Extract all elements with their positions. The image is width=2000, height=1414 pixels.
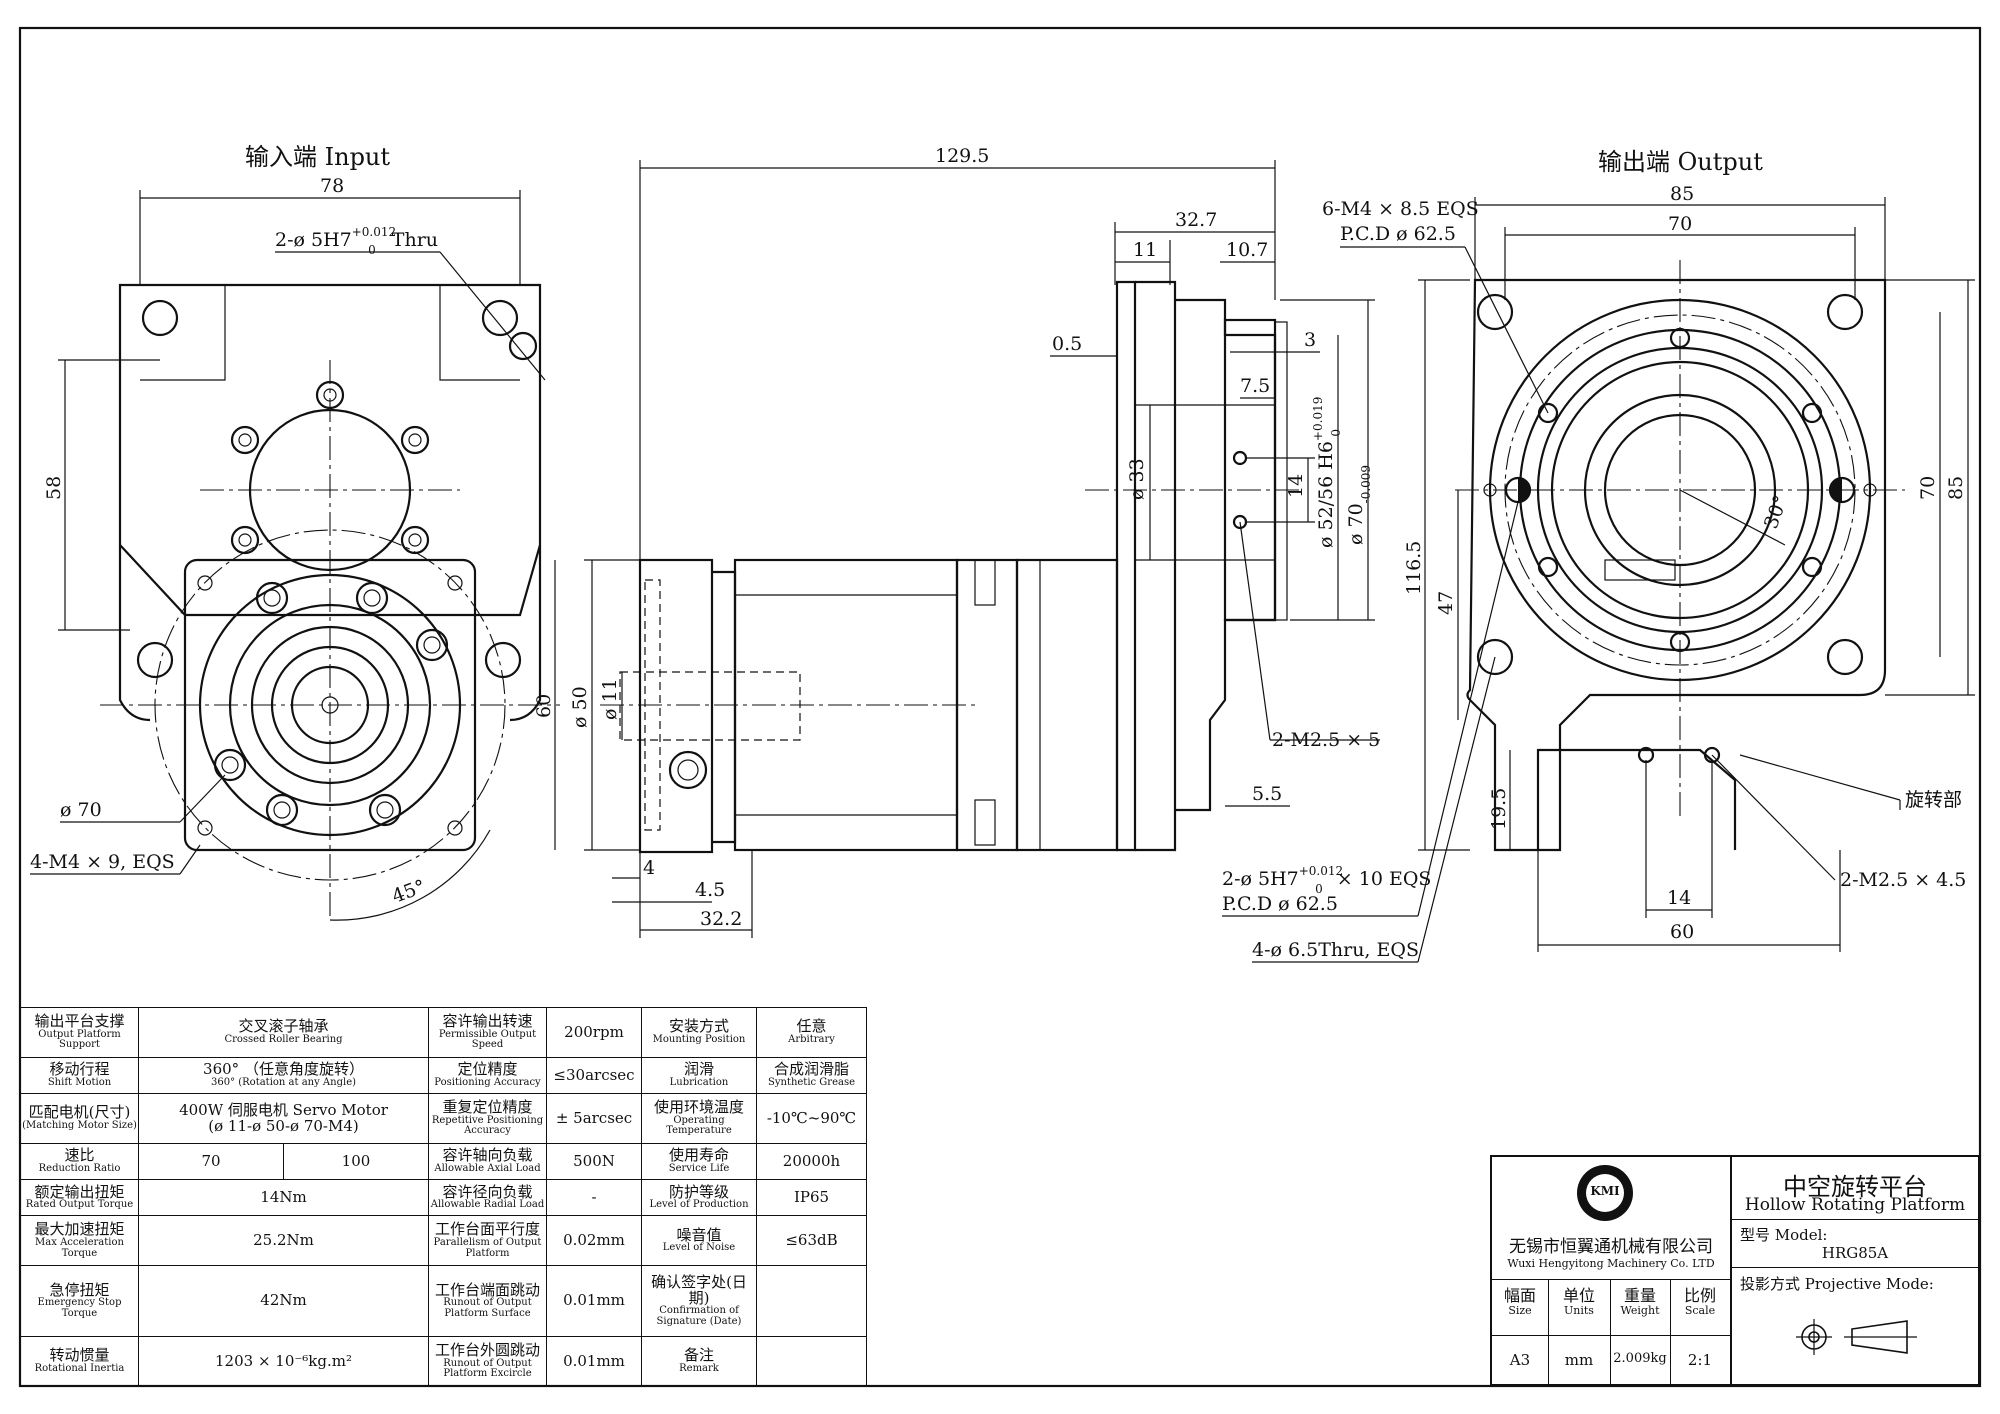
dim-70-right: 70 <box>1917 476 1939 500</box>
dim-phi50: ø 50 <box>569 686 591 728</box>
dim-129-5: 129.5 <box>935 145 989 167</box>
dim-70-top: 70 <box>1668 213 1692 235</box>
dim-5-5: 5.5 <box>1252 783 1282 805</box>
dim-78: 78 <box>320 175 344 197</box>
dim-thru-output: 4-ø 6.5Thru, EQS <box>1252 939 1419 961</box>
dim-30deg: 30° <box>1760 493 1792 532</box>
output-view-title: 输出端 Output <box>1598 148 1763 176</box>
dim-85-top: 85 <box>1670 183 1694 205</box>
output-view: 输出端 Output 30° 85 70 6-M4 × 8.5 EQS P.C. <box>1222 148 1975 963</box>
dim-3: 3 <box>1304 329 1316 351</box>
dim-phi70-side: ø 70-0.009 <box>1345 465 1373 545</box>
product-name-cn: 中空旋转平台 <box>1783 1173 1927 1201</box>
dim-60-input: 60 <box>533 694 555 718</box>
input-view: 输入端 Input <box>30 143 560 921</box>
dim-19-5: 19.5 <box>1488 788 1510 830</box>
projection-symbol-icon <box>1796 1319 1917 1355</box>
dim-32-7: 32.7 <box>1175 209 1217 231</box>
dim-14-bottom: 14 <box>1667 887 1691 909</box>
dim-phi33: ø 33 <box>1126 458 1148 500</box>
dim-7-5: 7.5 <box>1240 375 1270 397</box>
dim-m4-output: 6-M4 × 8.5 EQS <box>1322 198 1479 220</box>
dim-4: 4 <box>643 857 655 879</box>
dim-10-7: 10.7 <box>1226 239 1268 261</box>
dim-45deg: 45° <box>389 876 428 908</box>
dim-58: 58 <box>43 476 65 500</box>
dim-32-2: 32.2 <box>700 908 742 930</box>
dim-phi11: ø 11 <box>599 678 621 720</box>
dim-47: 47 <box>1435 591 1457 615</box>
projection-label: 投影方式 Projective Mode: <box>1740 1275 1934 1293</box>
dim-phi70-input: ø 70 <box>60 799 102 821</box>
dim-pcd-output: P.C.D ø 62.5 <box>1340 223 1456 245</box>
dim-m4-input: 4-M4 × 9, EQS <box>30 851 175 873</box>
product-name-en: Hollow Rotating Platform <box>1744 1195 1966 1215</box>
dim-14-side: 14 <box>1285 474 1307 498</box>
company-name-cn: 无锡市恒翼通机械有限公司 <box>1509 1237 1713 1257</box>
side-view: 129.5 32.7 11 10.7 0.5 3 7.5 ø 33 14 ø 5… <box>569 145 1380 938</box>
dim-116-5: 116.5 <box>1403 541 1425 595</box>
title-block: KMI 无锡市恒翼通机械有限公司 Wuxi Hengyitong Machine… <box>1490 1155 1980 1386</box>
dim-m2-5x5: 2-M2.5 × 5 <box>1272 729 1380 751</box>
company-logo: KMI <box>1577 1165 1633 1221</box>
dim-11: 11 <box>1133 239 1157 261</box>
model-value: HRG85A <box>1821 1244 1889 1262</box>
dim-pcd-output-2: P.C.D ø 62.5 <box>1222 893 1338 915</box>
drawing-frame <box>18 26 1982 1388</box>
model-label: 型号 Model: <box>1740 1226 1828 1244</box>
dim-60-bottom: 60 <box>1670 921 1694 943</box>
label-rotating-part: 旋转部 <box>1905 789 1962 811</box>
input-view-title: 输入端 Input <box>245 143 390 171</box>
dim-85-right: 85 <box>1945 476 1967 500</box>
company-name-en: Wuxi Hengyitong Machinery Co. LTD <box>1507 1257 1715 1270</box>
spec-row: 匹配电机(尺寸)(Matching Motor Size) 400W 伺服电机 … <box>20 1093 867 1145</box>
dim-0-5: 0.5 <box>1052 333 1082 355</box>
dim-4-5: 4.5 <box>695 879 725 901</box>
dim-m2-5x4-5: 2-M2.5 × 4.5 <box>1840 869 1966 891</box>
